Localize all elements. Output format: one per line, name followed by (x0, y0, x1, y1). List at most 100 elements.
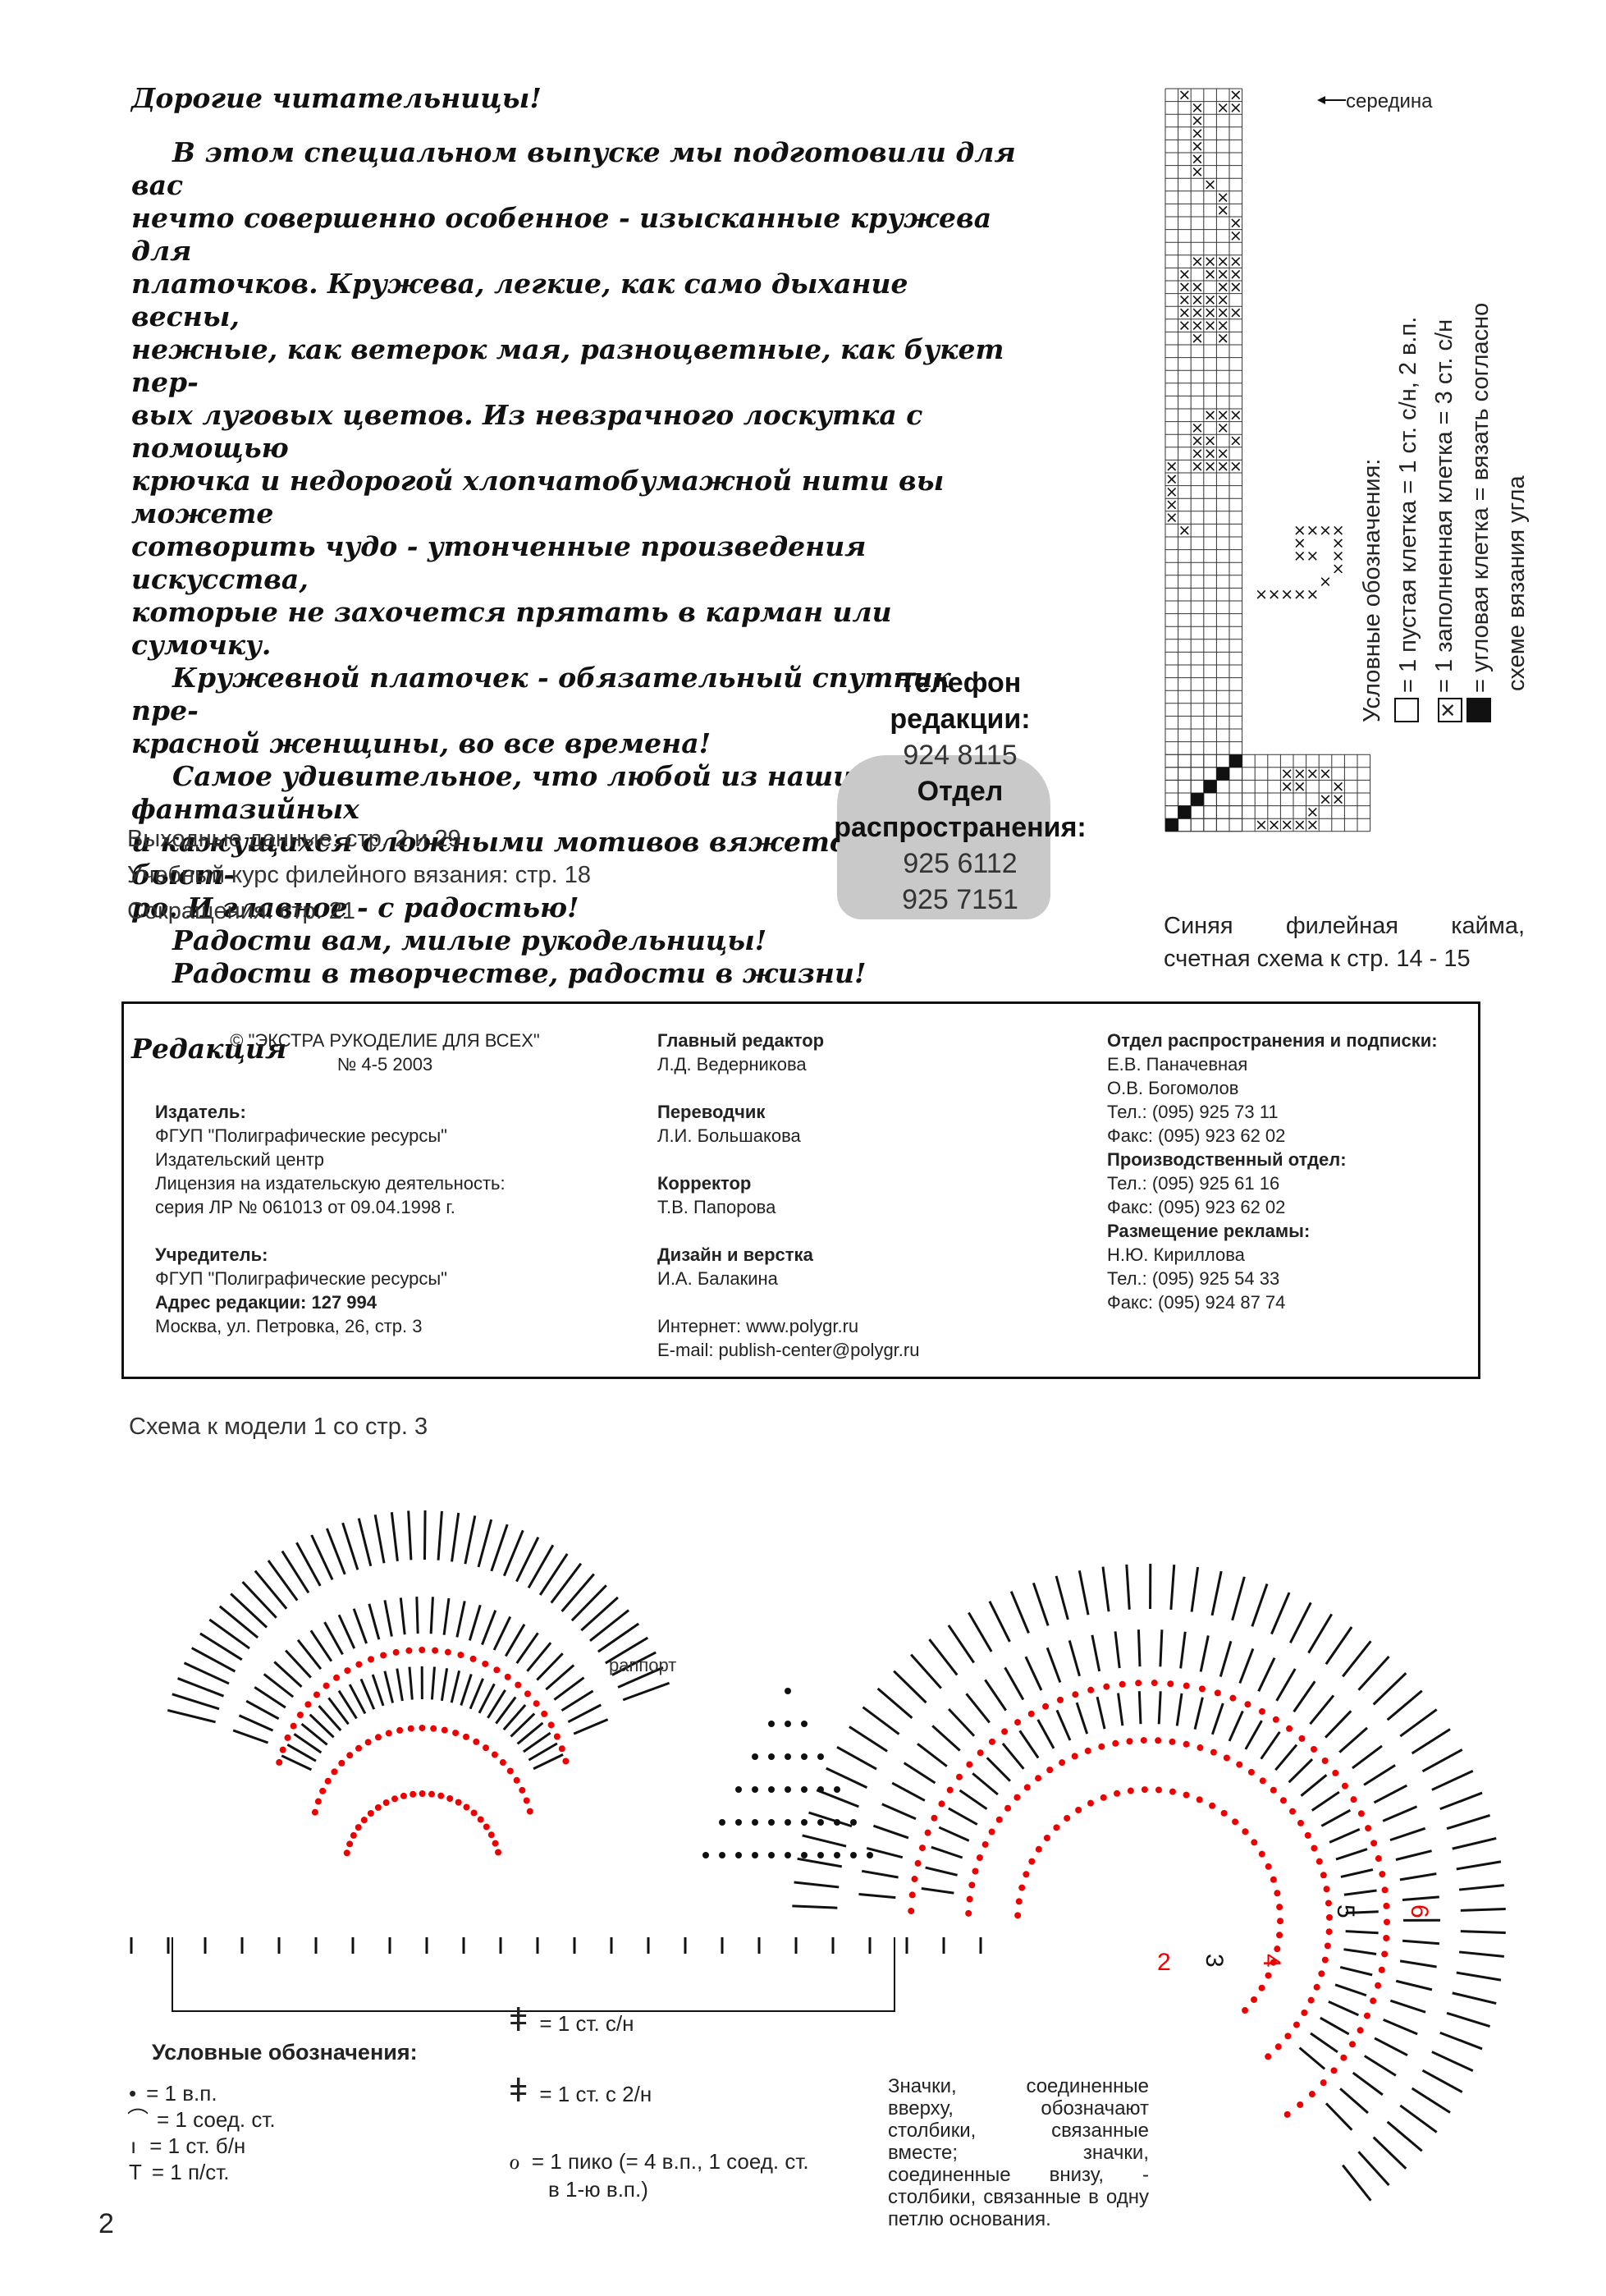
filled-cell (1309, 552, 1317, 561)
filled-cell (1193, 142, 1201, 150)
imprint-line: Главный редактор (657, 1029, 1035, 1052)
stitch (385, 1600, 391, 1636)
imprint-line (657, 1076, 1035, 1100)
chain-stitch (752, 1819, 758, 1826)
stitch (554, 1678, 583, 1700)
imprint-line (657, 1148, 1035, 1171)
filled-cell (1232, 219, 1240, 227)
stitch (255, 1571, 286, 1609)
stitch (858, 1895, 895, 1898)
chain-stitch (1298, 1735, 1305, 1742)
stitch (987, 1758, 1010, 1780)
filled-cell (1219, 270, 1227, 278)
chain-stitch (1119, 1681, 1126, 1688)
grid-marks (1165, 91, 1342, 832)
chain-stitch (500, 1759, 506, 1766)
chain-stitch (488, 1831, 495, 1838)
chain-stitch (391, 1795, 398, 1802)
chain-stitch (1141, 1737, 1147, 1744)
filled-cell (1232, 283, 1240, 291)
stitch (438, 1511, 442, 1560)
stitch (1335, 1985, 1366, 1996)
chain-stitch (1322, 1957, 1329, 1964)
stitch (985, 1680, 1005, 1710)
filled-cell (1232, 309, 1240, 317)
filled-cell (1193, 104, 1201, 112)
stitch (311, 1630, 332, 1661)
stitch (1329, 1829, 1360, 1842)
filled-cell (1296, 821, 1304, 829)
chain-stitch (1384, 1918, 1390, 1925)
stitch (1461, 1932, 1506, 1933)
chain-stitch (989, 1829, 995, 1835)
middle-label: середина (1346, 90, 1433, 113)
stitch (339, 1615, 355, 1648)
chain-stitch (912, 1876, 918, 1882)
chain-stitch (1236, 1762, 1242, 1768)
imprint-line: Дизайн и верстка (657, 1243, 1035, 1267)
corner-cell (1216, 768, 1229, 781)
filet-legend: Условные обозначения: = 1 пустая клетка … (1354, 303, 1535, 722)
stitch (470, 1679, 483, 1709)
double-crochet-icon: ǂ (509, 2002, 528, 2038)
chain-stitch (524, 1690, 531, 1697)
chain-stitch (482, 1661, 488, 1667)
chain-stitch (1314, 1984, 1320, 1991)
legend-st2n: = 1 ст. с 2/н (539, 2082, 652, 2106)
stitch (1343, 2165, 1370, 2201)
chain-stitch (768, 1819, 775, 1826)
imprint-line: Учредитель: (155, 1243, 615, 1267)
chain-stitch (1259, 1985, 1265, 1991)
stitch (581, 1597, 618, 1630)
chain-stitch (1014, 1719, 1021, 1725)
stitch (1346, 1932, 1379, 1933)
imprint-line (155, 1219, 615, 1243)
chain-stitch (493, 1666, 500, 1673)
stitch (442, 1668, 446, 1701)
imprint-line (657, 1290, 1035, 1314)
chain-stitch (1375, 1982, 1381, 1989)
filled-cell (1219, 296, 1227, 305)
stitch (1077, 1703, 1087, 1734)
chain-stitch (344, 1849, 350, 1856)
chain-stitch (419, 1790, 426, 1797)
filled-cell (1219, 283, 1227, 291)
chain-stitch (355, 1824, 362, 1831)
chain-stitch (514, 1777, 520, 1784)
stitch (494, 1616, 510, 1650)
stitch (1400, 1961, 1436, 1967)
stitch (533, 1754, 563, 1768)
chain-stitch (1289, 1808, 1296, 1815)
chain-stitch (1057, 1697, 1064, 1703)
stitch (1365, 2056, 1396, 2076)
stitch (1320, 2018, 1349, 2034)
ref-line: Учебный курс филейного вязания: стр. 18 (127, 857, 591, 893)
filled-cell (1283, 590, 1291, 598)
filled-cell (1309, 526, 1317, 534)
stitch (960, 1790, 987, 1809)
stitch (1402, 1897, 1439, 1900)
grid-lines (1165, 89, 1370, 832)
stitch (1412, 2088, 1450, 2113)
caption-line: Синяя филейная кайма, (1164, 910, 1525, 942)
chain-stitch (931, 1815, 937, 1822)
stitch (375, 1515, 384, 1563)
chain-stitch (801, 1819, 808, 1826)
stitch (1453, 1993, 1497, 2004)
stitch (878, 1689, 913, 1718)
legend-corner-cont: схеме вязания угла (1498, 303, 1535, 722)
chain-stitch (1183, 1741, 1190, 1748)
stitch (1311, 2033, 1338, 2052)
chain-stitch (285, 1735, 291, 1741)
chain-stitch (1251, 1839, 1257, 1845)
chain-stitch (1275, 2043, 1282, 2050)
stitch (452, 1513, 459, 1561)
filet-caption: Синяя филейная кайма, счетная схема к ст… (1164, 910, 1525, 975)
chain-stitch (867, 1852, 873, 1858)
stitch (932, 1725, 959, 1750)
chain-stitch (1183, 1683, 1190, 1689)
chain-stitch (471, 1809, 478, 1816)
stitch (246, 1701, 278, 1719)
stitch (1240, 1648, 1253, 1683)
stitch (492, 1524, 507, 1571)
